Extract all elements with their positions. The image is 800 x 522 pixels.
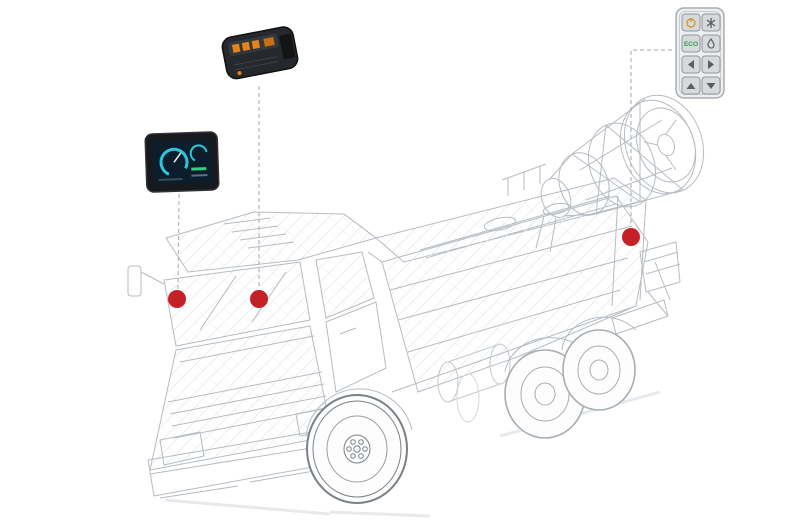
- deck-railing: [501, 163, 547, 196]
- remote-button-tilt-up: [681, 76, 701, 95]
- front-fender: [305, 388, 413, 437]
- side-mirror: [127, 265, 165, 297]
- connector-block: [279, 33, 296, 60]
- indicator-led: [241, 41, 251, 51]
- gauge-needle: [173, 152, 182, 163]
- fan-blades: [643, 119, 677, 171]
- cannon-support: [535, 215, 557, 253]
- front-grille: [149, 325, 333, 471]
- callout-lines: [177, 49, 672, 290]
- fan-icon: [706, 18, 716, 28]
- headlight-left: [159, 431, 205, 466]
- remote-button-fan: [701, 13, 721, 32]
- droplet-icon: [707, 37, 715, 49]
- hotspot-marker-2: [250, 290, 268, 308]
- dashboard-display-device: [144, 131, 220, 193]
- tilt-up-icon: [686, 83, 696, 89]
- fog-cannon: [535, 94, 705, 253]
- remote-button-swing-left: [681, 55, 701, 74]
- swing-right-icon: [708, 60, 714, 69]
- callout-line-display: [177, 193, 180, 290]
- swing-left-icon: [688, 60, 694, 69]
- remote-button-swing-right: [701, 55, 721, 74]
- indicator-led: [231, 43, 241, 53]
- indicator-led: [251, 39, 261, 50]
- rear-wheel-2: [562, 329, 636, 411]
- eco-button-label: ECO: [684, 41, 698, 48]
- truck-wireframe: [127, 94, 705, 518]
- remote-button-power: [681, 13, 701, 32]
- remote-button-eco: ECO: [681, 34, 701, 53]
- remote-button-tilt-down: [701, 76, 721, 95]
- control-module-device: [221, 26, 299, 80]
- front-bumper: [147, 427, 341, 499]
- indicator-led: [263, 36, 275, 47]
- status-bar: [191, 167, 207, 171]
- front-wheel: [306, 394, 408, 504]
- fan-hub: [657, 133, 675, 157]
- hotspot-marker-3: [622, 228, 640, 246]
- hotspot-markers: [168, 228, 640, 308]
- tank-side: [381, 195, 649, 393]
- remote-control-device: ECO: [675, 7, 725, 99]
- hotspot-marker-1: [168, 290, 186, 308]
- secondary-gauge: [189, 144, 208, 163]
- speed-gauge: [159, 147, 189, 177]
- windshield: [163, 261, 311, 347]
- remote-button-spray: [701, 34, 721, 53]
- rear-bumper: [611, 299, 669, 335]
- tilt-down-icon: [706, 83, 716, 89]
- rear-platform: [611, 195, 681, 335]
- cab-door: [315, 213, 387, 393]
- far-side-wheel: [456, 373, 480, 423]
- cannon-mouth-inner: [636, 107, 696, 183]
